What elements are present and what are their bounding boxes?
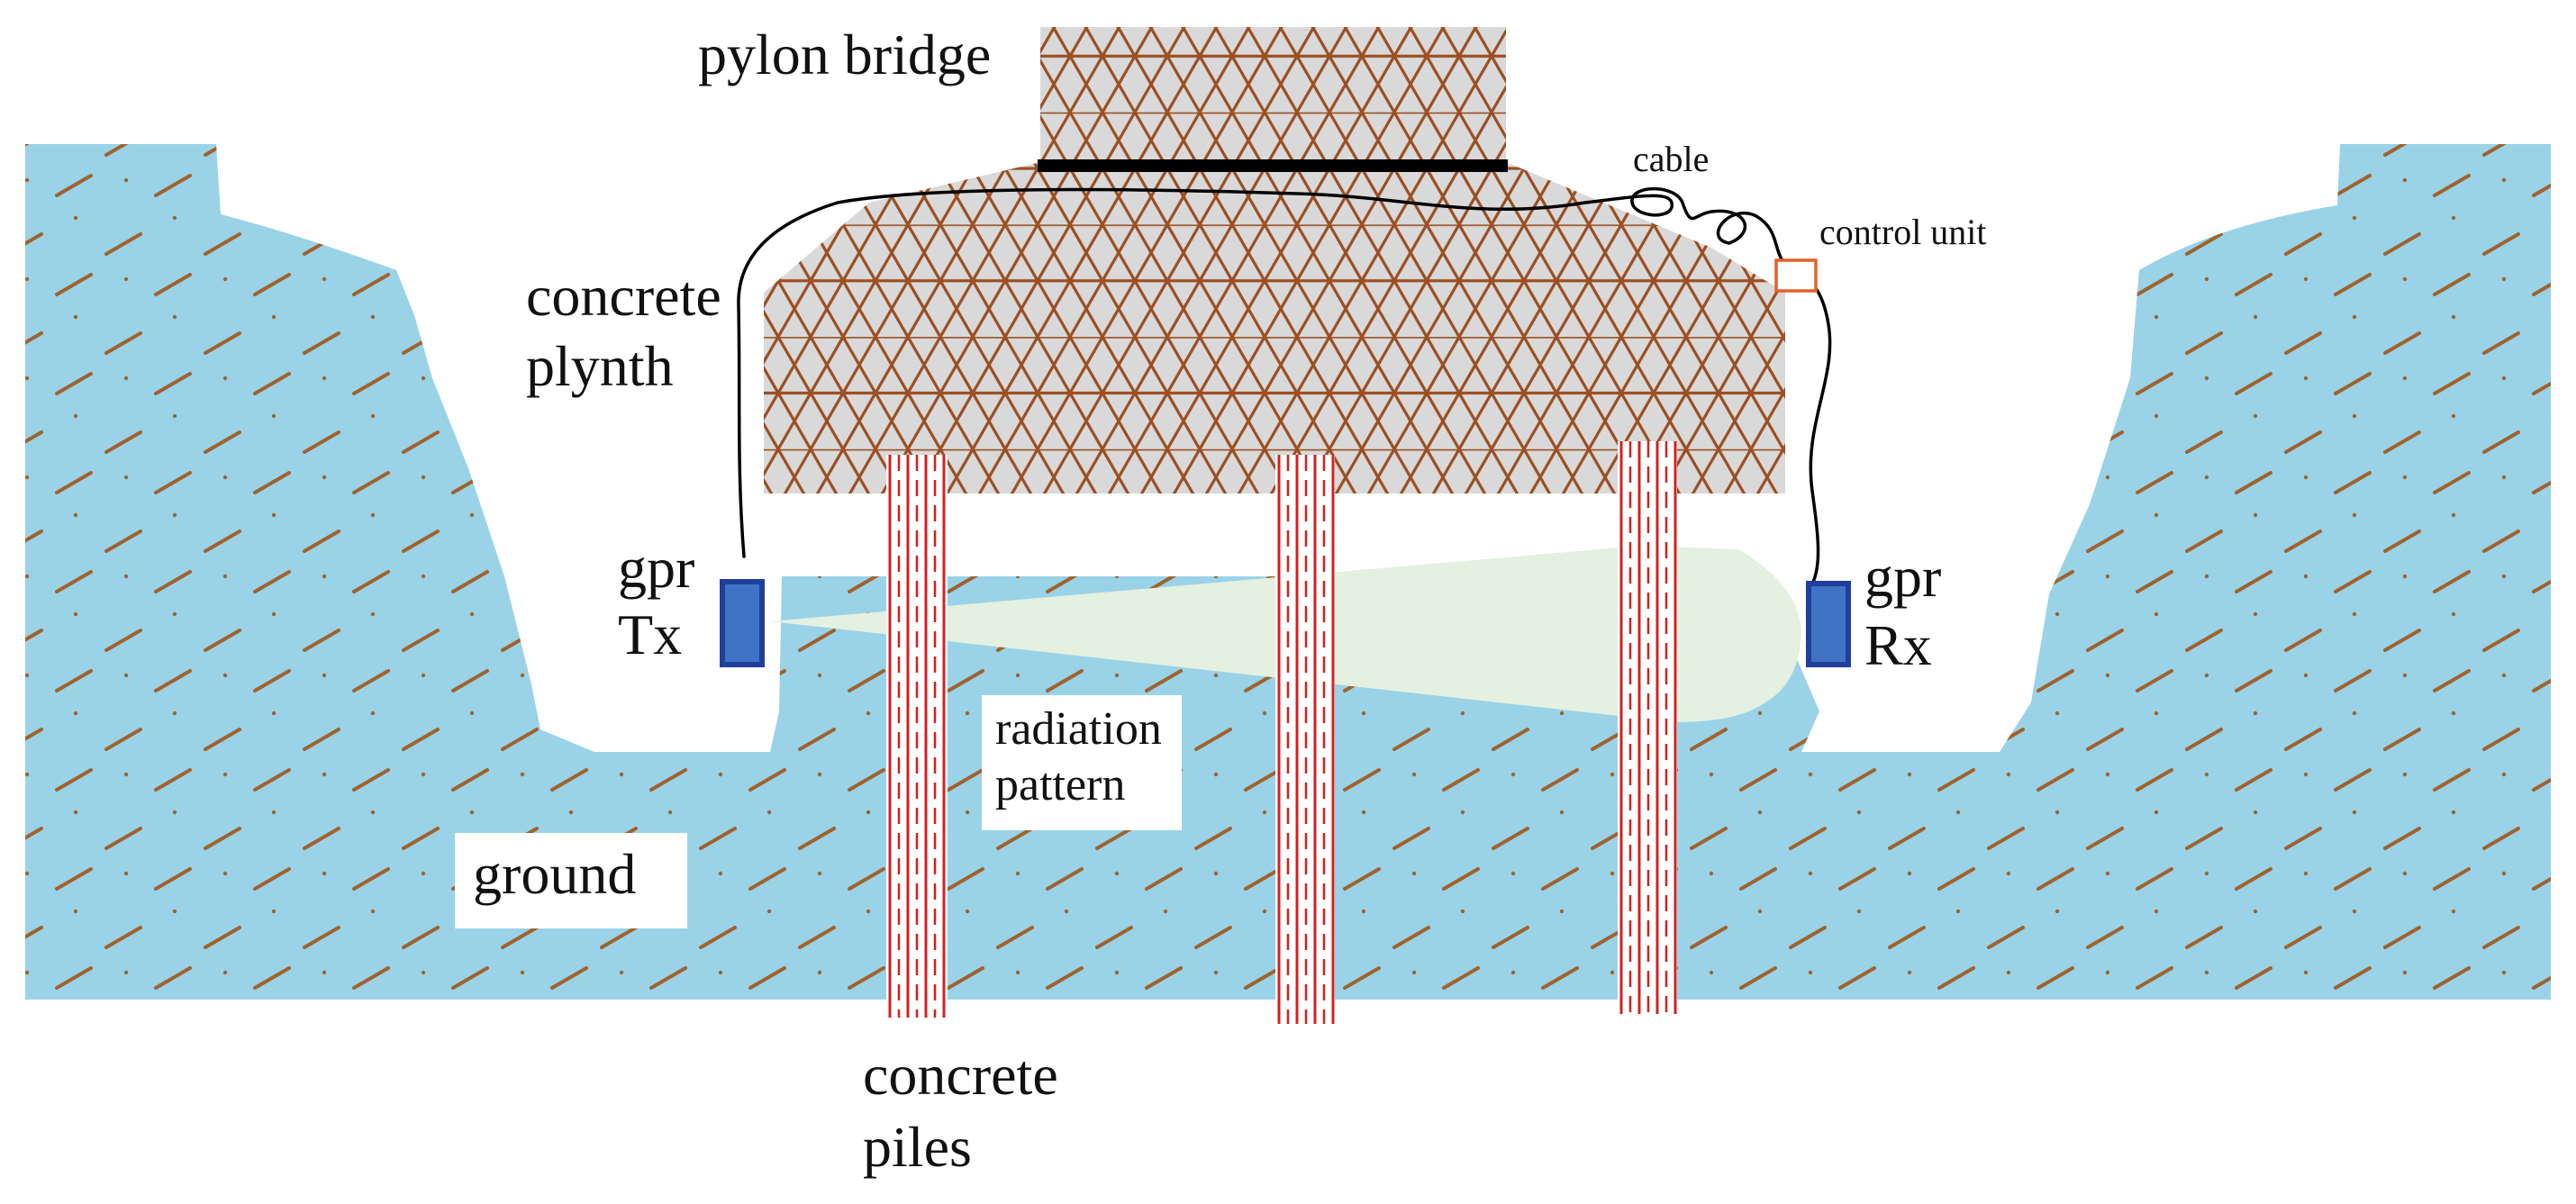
plinth-label-line2: plynth (526, 334, 674, 398)
bridge-beam (1038, 159, 1508, 172)
radiation-label-line1: radiation (995, 703, 1162, 755)
control-unit-label: control unit (1819, 212, 1987, 252)
gpr-rx-label-line1: gpr (1864, 545, 1941, 609)
gpr-tx-label-line1: gpr (618, 536, 694, 600)
piles-label-line1: concrete (863, 1043, 1058, 1107)
ground-label: ground (473, 842, 636, 906)
cable-label: cable (1633, 139, 1709, 179)
gpr-transmitter-antenna-icon (720, 579, 765, 667)
gpr-receiver-antenna-icon (1806, 581, 1851, 667)
cable (737, 186, 1832, 589)
piles-label-line2: piles (863, 1115, 972, 1179)
gpr-tx-label-line2: Tx (618, 602, 682, 666)
radiation-label-line2: pattern (995, 759, 1125, 810)
gpr-rx-label-line2: Rx (1864, 613, 1932, 677)
radiation-label-box (982, 695, 1182, 830)
control-unit-box-icon (1774, 258, 1818, 293)
pile-stripes (888, 441, 1677, 1024)
plinth-label-line1: concrete (526, 264, 721, 328)
concrete-mesh (764, 27, 1785, 493)
ground-texture (25, 144, 2551, 1000)
ground-label-box (455, 833, 687, 928)
pylon-bridge-label: pylon bridge (698, 23, 991, 86)
